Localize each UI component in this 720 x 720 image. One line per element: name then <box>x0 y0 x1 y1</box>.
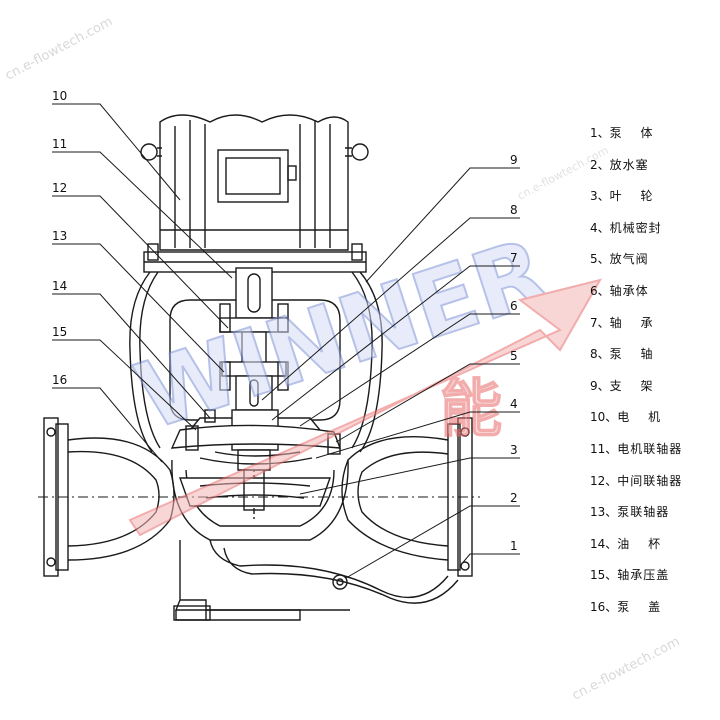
watermark-url-bottom: cn.e-flowtech.com <box>570 634 682 703</box>
legend-item: 12、中间联轴器 <box>590 473 683 488</box>
legend-item: 13、泵联轴器 <box>590 505 670 520</box>
legend-item: 15、轴承压盖 <box>590 568 670 583</box>
legend-item: 14、油 杯 <box>590 536 662 551</box>
callout-10: 10 <box>52 89 67 103</box>
callout-12: 12 <box>52 181 67 195</box>
legend-item: 8、泵 轴 <box>590 347 654 362</box>
callout-2: 2 <box>510 491 518 505</box>
legend-item: 4、机械密封 <box>590 220 662 235</box>
legend-item: 7、轴 承 <box>590 315 654 330</box>
legend-item: 6、轴承体 <box>590 283 649 298</box>
legend-item: 1、泵 体 <box>590 126 654 140</box>
leader-lines <box>52 103 520 579</box>
callout-16: 16 <box>52 373 67 387</box>
legend-item: 9、支 架 <box>590 378 654 393</box>
callout-11: 11 <box>52 137 67 151</box>
callout-4: 4 <box>510 397 518 411</box>
pump-body <box>43 417 473 621</box>
callout-7: 7 <box>510 251 518 265</box>
motor <box>140 114 369 251</box>
callout-13: 13 <box>52 229 67 243</box>
callout-3: 3 <box>510 443 518 457</box>
bearing-and-seal-assembly <box>170 409 342 471</box>
callout-8: 8 <box>510 203 518 217</box>
callout-numbers: 10 11 12 13 14 15 16 9 8 7 6 5 4 3 2 1 <box>52 89 518 553</box>
legend-item: 16、泵 盖 <box>590 599 662 614</box>
callout-6: 6 <box>510 299 518 313</box>
callout-5: 5 <box>510 349 518 363</box>
legend-item: 5、放气阀 <box>590 252 649 267</box>
parts-legend: 1、泵 体 2、放水塞 3、叶 轮 4、机械密封 5、放气阀 6、轴承体 7、轴… <box>590 118 718 624</box>
callout-14: 14 <box>52 279 67 293</box>
legend-item: 3、叶 轮 <box>590 189 654 204</box>
callout-9: 9 <box>510 153 518 167</box>
watermark-url-top: cn.e-flowtech.com <box>3 14 115 83</box>
legend-item: 10、电 机 <box>590 410 662 425</box>
svg-text:能: 能 <box>440 372 502 445</box>
callout-1: 1 <box>510 539 518 553</box>
legend-item: 2、放水塞 <box>590 157 649 172</box>
legend-item: 11、电机联轴器 <box>590 441 683 456</box>
callout-15: 15 <box>52 325 67 339</box>
